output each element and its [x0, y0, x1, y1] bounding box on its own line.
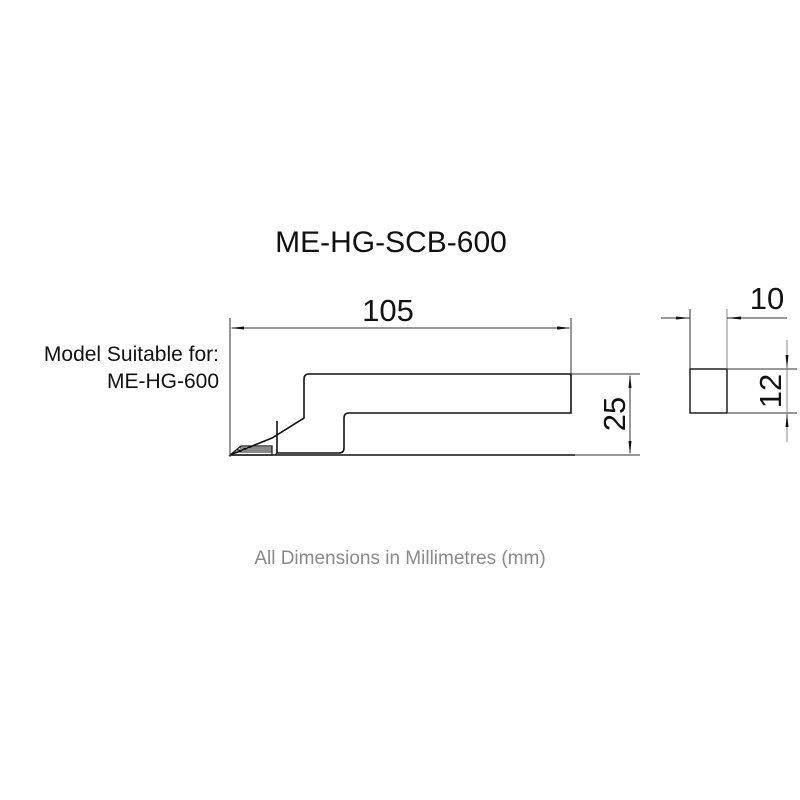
model-suitable-value: ME-HG-600 — [106, 370, 219, 393]
dimension-thickness-label: 12 — [753, 374, 788, 408]
dimension-length-label: 105 — [362, 293, 414, 328]
model-suitable-label: Model Suitable for: — [43, 343, 219, 366]
cross-section-view — [689, 368, 728, 414]
dimension-width-label: 10 — [750, 281, 784, 316]
dimension-width — [661, 309, 787, 369]
model-suitable-block: Model Suitable for: ME-HG-600 — [44, 341, 219, 395]
side-view — [228, 373, 575, 456]
drawing-title: ME-HG-SCB-600 — [275, 226, 507, 259]
dimension-length — [229, 318, 572, 457]
dimension-height — [571, 373, 640, 456]
dimension-height-label: 25 — [597, 397, 632, 431]
dimension-thickness — [727, 340, 797, 442]
units-note: All Dimensions in Millimetres (mm) — [254, 548, 546, 569]
